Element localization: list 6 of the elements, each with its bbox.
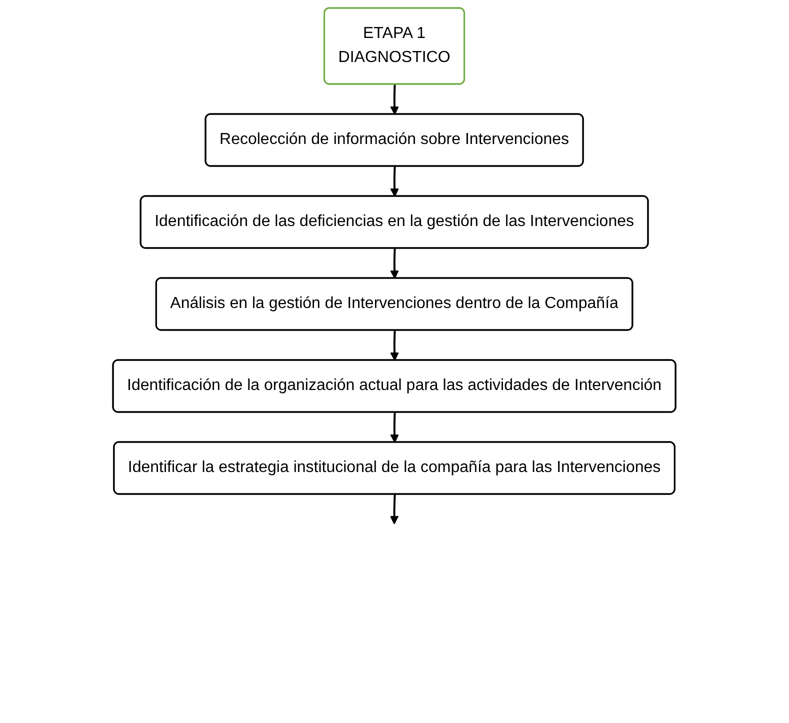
arrow	[390, 166, 400, 197]
arrow	[390, 248, 400, 279]
arrow	[390, 330, 400, 361]
arrow	[390, 412, 400, 443]
arrow	[390, 84, 400, 115]
arrow	[390, 494, 399, 524]
